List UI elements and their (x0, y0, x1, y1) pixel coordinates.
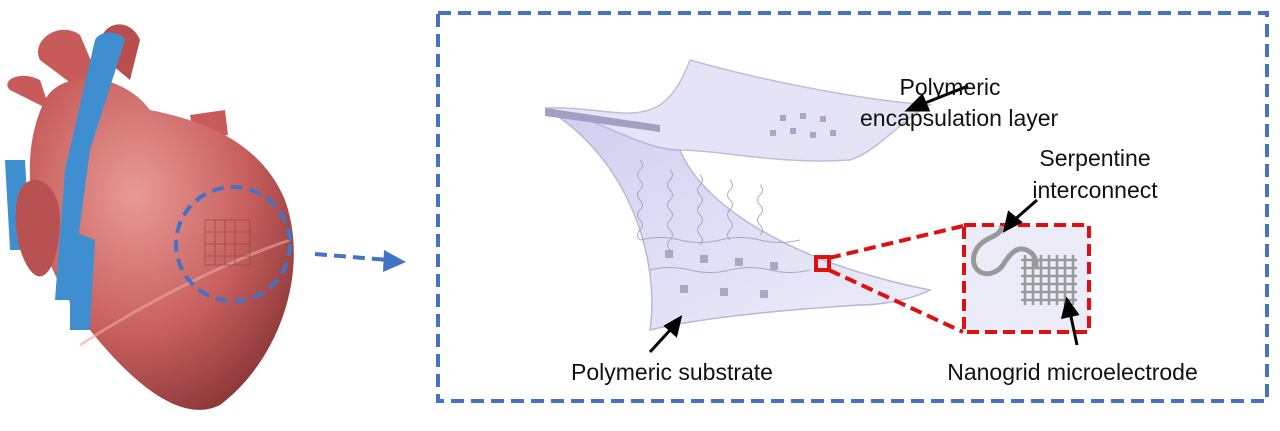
nanogrid-label: Nanogrid microelectrode (947, 359, 1198, 385)
nanogrid-mesh (1021, 255, 1077, 305)
encapsulation-label-line2: encapsulation layer (860, 105, 1059, 131)
connector-arrow (314, 250, 406, 272)
detail-frame (436, 11, 1269, 403)
substrate-label: Polymeric substrate (571, 359, 773, 385)
heart-patch (204, 219, 251, 266)
encapsulation-label-line1: Polymeric (899, 74, 1001, 100)
heart-illustration (5, 24, 294, 410)
zoom-inset (814, 223, 1091, 334)
device-illustration (544, 59, 933, 331)
serpentine-label-line2: interconnect (1032, 177, 1158, 203)
pointer-arrows (648, 84, 1080, 354)
zoom-circle (174, 185, 292, 303)
serpentine-label-line1: Serpentine (1039, 145, 1151, 171)
